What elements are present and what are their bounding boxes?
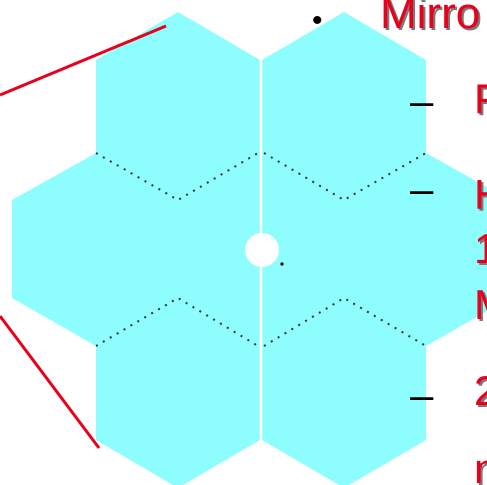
sub-item-1-dash: –	[410, 80, 433, 122]
sub-item-2-dash: –	[410, 168, 433, 210]
sub-item-1-text: P	[474, 78, 487, 120]
center-dot	[280, 262, 283, 265]
sub-item-3-dash: –	[410, 374, 433, 416]
sub-item-4-text: n	[474, 448, 487, 485]
heading-bullet: •	[312, 6, 323, 36]
sub-item-2-line-1: H	[474, 174, 487, 216]
sub-item-2-line-3: M	[474, 284, 487, 326]
central-aperture	[245, 233, 279, 267]
sub-item-3-text: 2	[474, 370, 487, 412]
heading-text: Mirro	[380, 0, 480, 36]
sub-item-2-line-2: 1	[474, 228, 487, 270]
